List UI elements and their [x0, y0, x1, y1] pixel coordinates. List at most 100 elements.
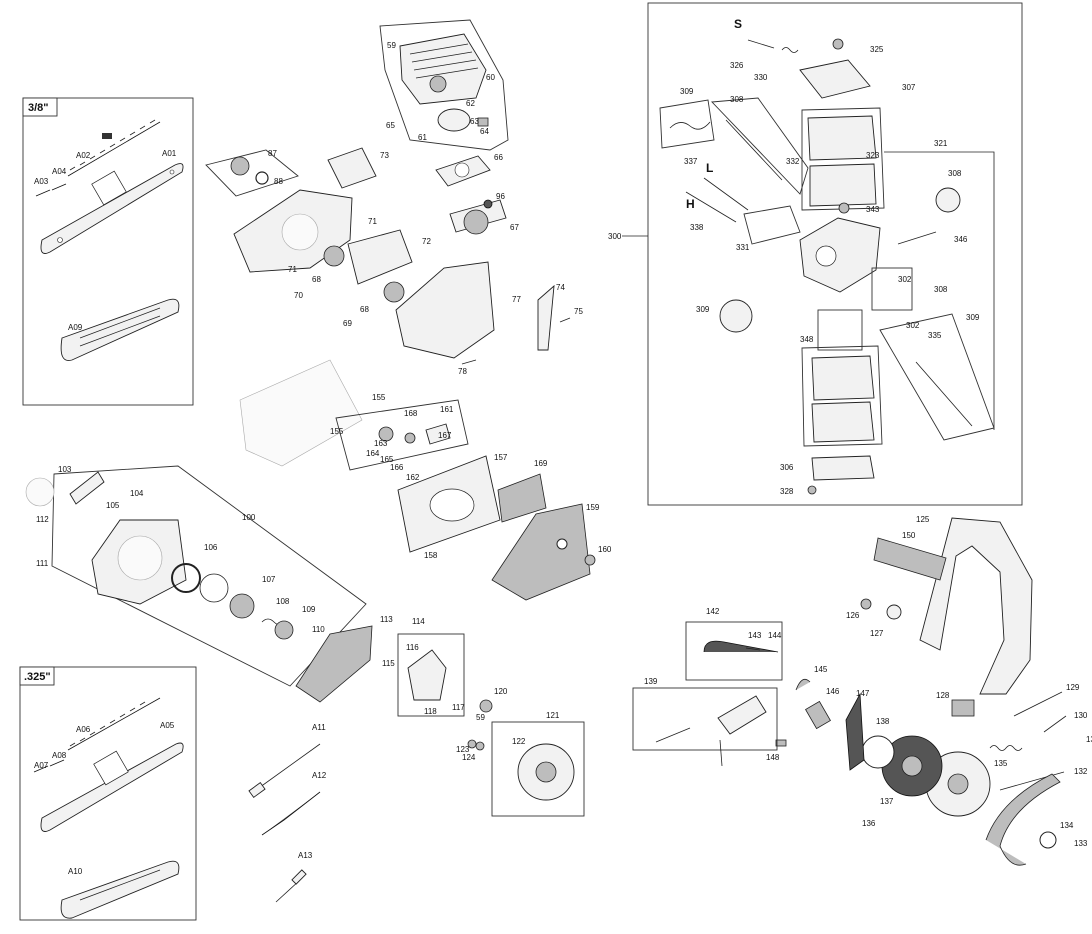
- starter-cap-112: [25, 477, 55, 507]
- frame-302a: [871, 267, 913, 311]
- label-323: 323: [866, 151, 880, 160]
- label-331: 331: [736, 243, 750, 252]
- label-87: 87: [268, 149, 277, 158]
- nut-109: [274, 620, 294, 640]
- label-75: 75: [574, 307, 583, 316]
- label-114: 114: [412, 617, 425, 626]
- hose-145: [795, 678, 811, 691]
- buffer-128: [951, 699, 975, 717]
- label-161: 161: [440, 405, 454, 414]
- label-142: 142: [706, 607, 720, 616]
- handle-clutch-assembly: 125 150 126 127 128 129 130 131 132 134 …: [632, 515, 1092, 866]
- choke-shaft-309: [915, 361, 973, 427]
- label-148: 148: [766, 753, 780, 762]
- screw-label-l: L: [706, 161, 713, 175]
- front-handle-125: [919, 517, 1033, 695]
- label-165: 165: [380, 455, 394, 464]
- label-160: 160: [598, 545, 612, 554]
- choke-plate-309b: [719, 299, 753, 333]
- label-321: 321: [934, 139, 948, 148]
- bearing-68a: [323, 245, 345, 267]
- label-137: 137: [880, 797, 894, 806]
- label-147: 147: [856, 689, 870, 698]
- label-146: 146: [826, 687, 840, 696]
- spring-330: [781, 47, 799, 53]
- chain-link-a04: [51, 183, 67, 191]
- label-155a: 155: [372, 393, 386, 402]
- label-150: 150: [902, 531, 916, 540]
- label-64: 64: [480, 127, 489, 136]
- fan-housing-113: [295, 625, 373, 703]
- label-a10: A10: [68, 867, 83, 876]
- bar-cover-a09: [60, 298, 180, 361]
- throttle-shaft-308: [725, 119, 783, 181]
- bolt-126: [860, 598, 872, 610]
- label-157: 157: [494, 453, 508, 462]
- chain-link-a08: [49, 759, 65, 767]
- pump-frame: [801, 345, 883, 447]
- crankcase-ghost: [239, 359, 363, 467]
- label-308c: 308: [934, 285, 948, 294]
- chain-link-a07: [33, 765, 49, 773]
- label-330: 330: [754, 73, 768, 82]
- cover-306: [811, 455, 875, 481]
- label-302b: 302: [906, 321, 920, 330]
- cylinder-frame: [379, 19, 509, 151]
- bar-chain-kit-325: .325" A05 A06 A07 A08 A10: [19, 666, 197, 921]
- chain-catcher-74: [537, 284, 555, 351]
- cover-169: [497, 473, 547, 523]
- label-306: 306: [780, 463, 794, 472]
- screw-325: [832, 38, 844, 50]
- label-a01: A01: [162, 149, 177, 158]
- label-103: 103: [58, 465, 72, 474]
- label-61: 61: [418, 133, 427, 142]
- label-337: 337: [684, 157, 698, 166]
- kit-frame-38: [22, 97, 194, 406]
- label-71b: 71: [288, 265, 297, 274]
- label-145: 145: [814, 665, 828, 674]
- kit-title-38: 3/8": [28, 102, 49, 114]
- label-70: 70: [294, 291, 303, 300]
- label-105: 105: [106, 501, 120, 510]
- guide-bar-a05: [40, 742, 184, 832]
- carburetor-frame: [647, 2, 1023, 506]
- label-307: 307: [902, 83, 916, 92]
- label-343: 343: [866, 205, 880, 214]
- fitting-346: [897, 231, 937, 245]
- label-117: 117: [452, 703, 465, 712]
- spring-129: [1013, 691, 1063, 717]
- label-96: 96: [496, 192, 505, 201]
- label-108: 108: [276, 597, 290, 606]
- label-107: 107: [262, 575, 276, 584]
- label-166: 166: [390, 463, 404, 472]
- label-69: 69: [343, 319, 352, 328]
- spacer-127: [886, 604, 902, 620]
- handle-grip-150: [873, 537, 947, 581]
- needle-springs-frame: [743, 205, 801, 245]
- label-63: 63: [470, 117, 479, 126]
- gasket-73: [327, 147, 377, 189]
- label-a09: A09: [68, 323, 83, 332]
- label-88: 88: [274, 177, 283, 186]
- label-308a: 308: [730, 95, 744, 104]
- label-131: 131: [1086, 735, 1092, 744]
- shaft-frame-309c: [879, 313, 995, 441]
- label-71a: 71: [368, 217, 377, 226]
- lever-167: [425, 423, 451, 445]
- label-309c: 309: [966, 313, 980, 322]
- label-132: 132: [1074, 767, 1088, 776]
- label-59b: 59: [476, 713, 485, 722]
- label-168: 168: [404, 409, 418, 418]
- piston-61: [437, 108, 471, 132]
- guide-bar-a01: [40, 163, 184, 254]
- label-109: 109: [302, 605, 316, 614]
- bushing-146: [805, 700, 831, 730]
- label-136: 136: [862, 819, 876, 828]
- label-163: 163: [374, 439, 388, 448]
- bolt-165: [404, 432, 416, 444]
- label-120: 120: [494, 687, 508, 696]
- label-110: 110: [312, 625, 325, 634]
- label-135: 135: [994, 759, 1008, 768]
- label-167: 167: [438, 431, 452, 440]
- label-126: 126: [846, 611, 860, 620]
